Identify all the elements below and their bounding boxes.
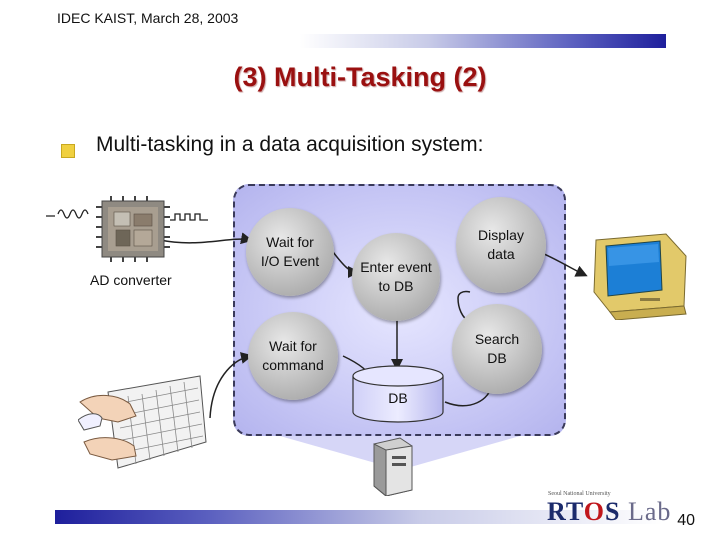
process-wait-command: Wait for command xyxy=(248,312,338,400)
logo-name-o: O xyxy=(583,497,605,526)
db-label: DB xyxy=(388,390,408,406)
left-hand-icon xyxy=(79,395,137,423)
digital-signal-line xyxy=(170,213,208,221)
right-hand-icon xyxy=(83,437,137,461)
monitor-icon xyxy=(593,233,687,320)
computer-tower-icon xyxy=(373,437,413,496)
rtos-lab-logo: RTOS Lab xyxy=(547,497,671,527)
header-gradient-bar xyxy=(300,34,666,48)
ad-converter-chip-icon xyxy=(96,196,170,262)
keyboard-to-command-arrow xyxy=(209,352,253,419)
logo-name-part2: S xyxy=(604,497,621,526)
process-display-data: Display data xyxy=(456,197,546,293)
database-cylinder-icon xyxy=(352,365,444,423)
bullet-text: Multi-tasking in a data acquisition syst… xyxy=(96,133,484,156)
process-wait-io-event: Wait for I/O Event xyxy=(246,208,334,296)
chip-to-wait-io-arrow xyxy=(159,232,253,245)
bullet-icon xyxy=(61,144,75,158)
logo-university: Seoul National University xyxy=(548,491,611,497)
process-search-db: Search DB xyxy=(452,304,542,394)
footer-gradient-bar xyxy=(55,510,663,524)
keyboard-icon xyxy=(78,375,207,469)
page-number: 40 xyxy=(677,512,695,529)
logo-name-lab: Lab xyxy=(627,497,672,526)
analog-signal-line xyxy=(46,209,89,219)
process-enter-event-db: Enter event to DB xyxy=(352,233,440,321)
ad-converter-label: AD converter xyxy=(90,272,172,288)
logo-name-part1: RT xyxy=(547,497,584,526)
slide-title: (3) Multi-Tasking (2) xyxy=(233,62,487,92)
header-conference: IDEC KAIST, March 28, 2003 xyxy=(57,10,239,26)
